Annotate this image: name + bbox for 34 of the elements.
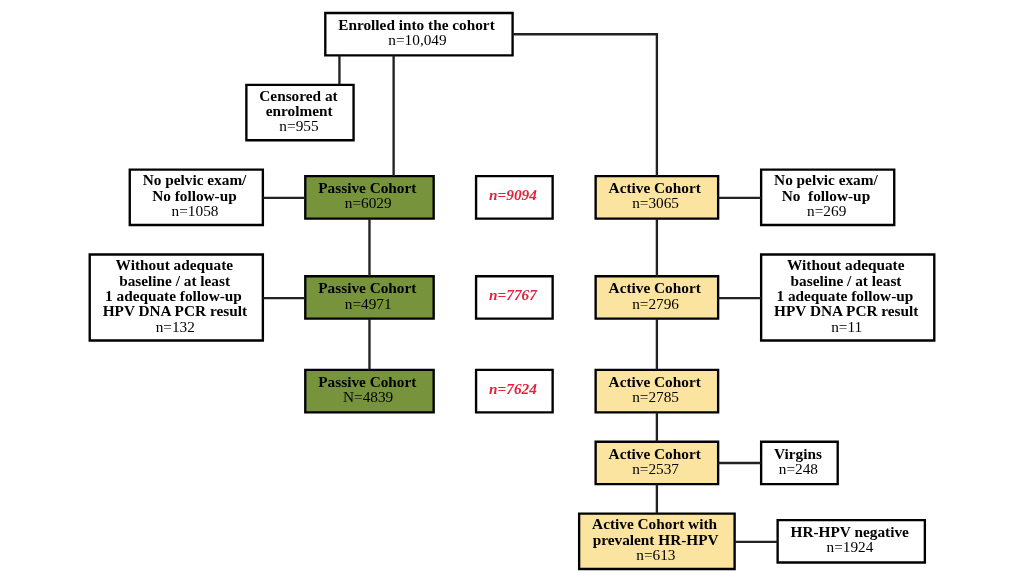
connector <box>655 484 658 514</box>
connector <box>367 218 371 277</box>
node-box: Virgins n=248 <box>759 440 839 486</box>
connector <box>391 55 395 176</box>
node-box: HR-HPV negative n=1924 <box>775 518 926 564</box>
node-box: Enrolled into the cohort n=10,049 <box>323 11 514 57</box>
node-box: Without adequate baseline / at least 1 adequate follow-up HPV DNA PCR result n=11 <box>759 253 935 342</box>
connector <box>655 218 658 277</box>
node-box: No pelvic exam/ No follow-up n=269 <box>759 168 895 227</box>
node-box: Active Cohort n=2537 <box>593 440 719 486</box>
node-box: Passive Cohort N=4839 <box>303 368 435 414</box>
node-box: n=9094 <box>474 174 554 220</box>
node-box: Censored at enrolment n=955 <box>244 83 355 142</box>
connector <box>718 196 761 200</box>
node-box: No pelvic exam/ No follow-up n=1058 <box>128 168 264 227</box>
node-box: Active Cohort with prevalent HR-HPV n=613 <box>577 512 736 571</box>
node-box: n=7624 <box>474 368 554 414</box>
connector <box>262 196 305 200</box>
node-box: Active Cohort n=3065 <box>593 174 719 220</box>
node-box: Passive Cohort n=6029 <box>303 174 435 220</box>
node-box: Active Cohort n=2796 <box>593 275 719 320</box>
connector <box>512 33 658 176</box>
node-box: Without adequate baseline / at least 1 adequate follow-up HPV DNA PCR result n=132 <box>88 253 264 342</box>
connector <box>734 540 777 544</box>
connector <box>262 296 305 300</box>
connector <box>717 296 761 300</box>
connector <box>337 55 341 85</box>
connector <box>367 318 371 370</box>
connector <box>655 318 658 370</box>
node-box: Passive Cohort n=4971 <box>303 275 435 320</box>
node-box: Active Cohort n=2785 <box>593 368 719 414</box>
node-box: n=7767 <box>474 275 554 320</box>
connector <box>717 461 761 465</box>
connector <box>655 412 658 442</box>
